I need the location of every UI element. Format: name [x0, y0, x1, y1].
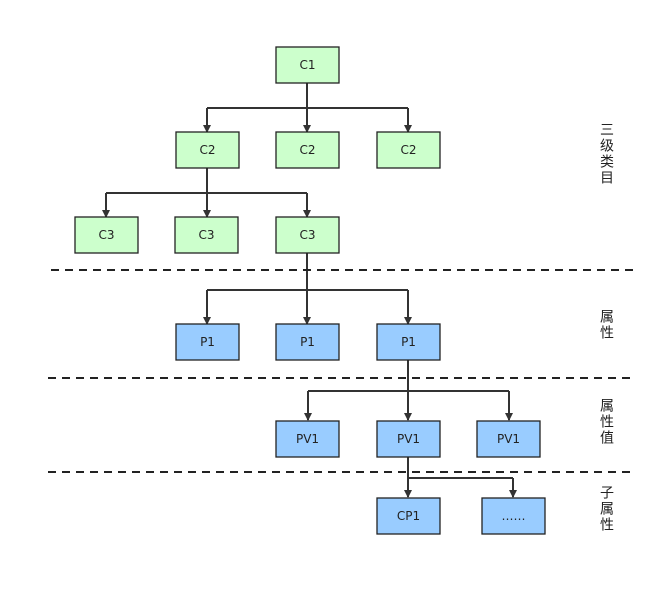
node-label: PV1 [497, 432, 520, 446]
node-label: PV1 [397, 432, 420, 446]
node-label: P1 [200, 335, 215, 349]
node-label: P1 [401, 335, 416, 349]
node-c1: C1 [275, 46, 340, 84]
node-label: C3 [299, 228, 315, 242]
node-label: C2 [400, 143, 416, 157]
node-label: C2 [299, 143, 315, 157]
node-c3-left: C3 [74, 216, 139, 254]
node-cp1: CP1 [376, 497, 441, 535]
node-pv1-right: PV1 [476, 420, 541, 458]
node-label: CP1 [397, 509, 420, 523]
node-pv1-mid: PV1 [376, 420, 441, 458]
node-p1-mid: P1 [275, 323, 340, 361]
section-label-category: 三级类目 [598, 122, 614, 186]
node-c3-mid: C3 [174, 216, 239, 254]
node-label: C1 [299, 58, 315, 72]
node-label: PV1 [296, 432, 319, 446]
node-label: P1 [300, 335, 315, 349]
node-label: …… [502, 509, 526, 523]
section-label-property-value: 属性值 [598, 398, 614, 446]
node-label: C3 [198, 228, 214, 242]
node-more: …… [481, 497, 546, 535]
section-label-property: 属性 [598, 309, 614, 341]
node-p1-left: P1 [175, 323, 240, 361]
node-label: C2 [199, 143, 215, 157]
section-label-sub-property: 子属性 [598, 485, 614, 533]
node-pv1-left: PV1 [275, 420, 340, 458]
edges [102, 83, 517, 498]
node-c3-right: C3 [275, 216, 340, 254]
node-p1-right: P1 [376, 323, 441, 361]
node-c2-mid: C2 [275, 131, 340, 169]
node-c2-left: C2 [175, 131, 240, 169]
node-c2-right: C2 [376, 131, 441, 169]
node-label: C3 [98, 228, 114, 242]
